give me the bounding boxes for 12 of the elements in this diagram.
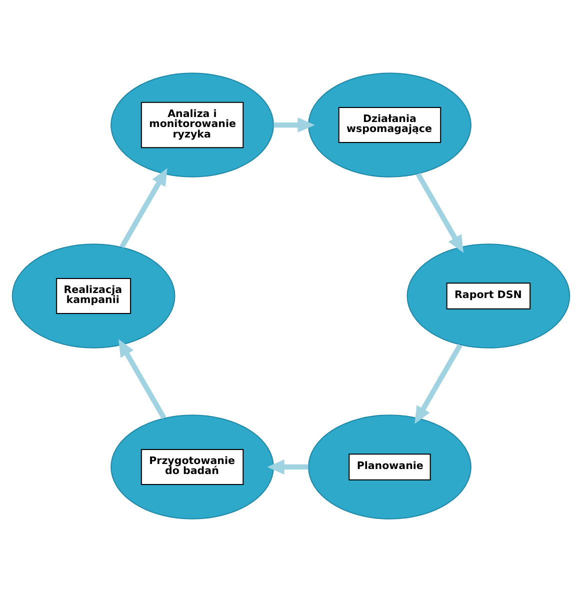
arrow (267, 459, 308, 475)
node-ellipse: Przygotowanie do badań (110, 414, 274, 520)
node-ellipse: Raport DSN (406, 244, 570, 348)
node-ellipse: Analiza i monitorowanie ryzyka (110, 72, 274, 178)
arrow (414, 344, 462, 424)
arrow (416, 172, 464, 253)
node-ellipse: Planowanie (308, 414, 472, 520)
arrow (118, 339, 166, 420)
node-ellipse: Realizacja kampanii (12, 244, 176, 348)
arrow (274, 117, 315, 133)
node-ellipse: Działania wspomagające (308, 72, 472, 178)
arrow (120, 168, 168, 248)
